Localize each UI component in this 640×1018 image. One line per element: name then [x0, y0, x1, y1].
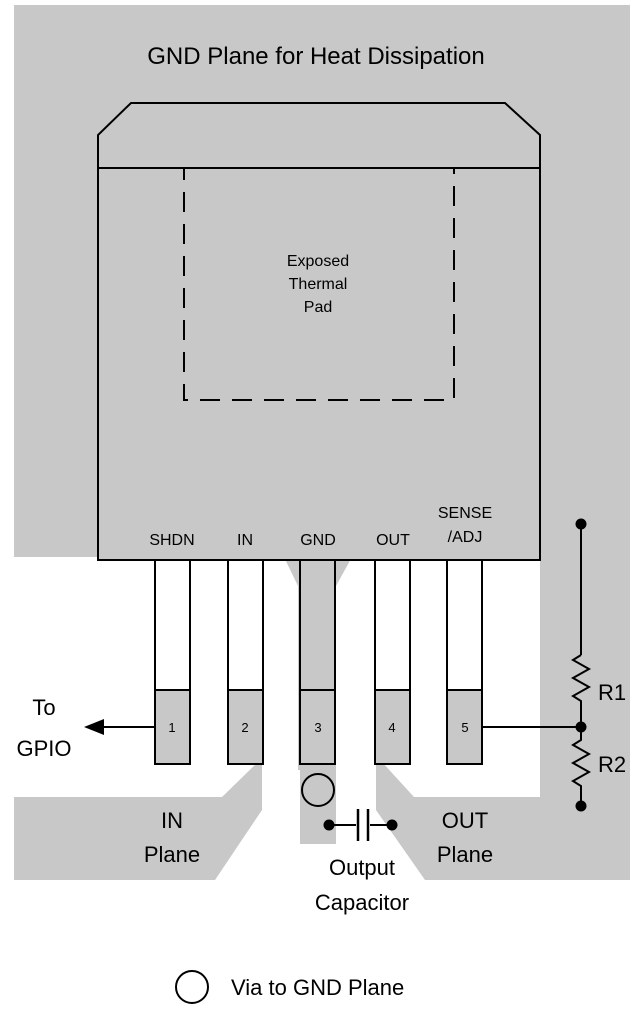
cap-node-right — [386, 819, 398, 831]
pin-number-3: 3 — [314, 720, 321, 735]
pin-1: 1 — [154, 559, 191, 765]
pin-label-out: OUT — [376, 532, 410, 549]
r2-label: R2 — [598, 752, 626, 777]
capacitor-label-1: Output — [329, 855, 395, 880]
divider-node — [575, 721, 587, 733]
pin-number-5: 5 — [461, 720, 468, 735]
pin-number-2: 2 — [241, 720, 248, 735]
thermal-pad-label-1: Exposed — [287, 253, 349, 270]
out-plane — [376, 762, 630, 880]
legend-via-icon — [175, 970, 209, 1004]
pin-number-1: 1 — [168, 720, 175, 735]
pin-label-adj: /ADJ — [448, 529, 483, 546]
legend-via-label: Via to GND Plane — [231, 975, 404, 1000]
pin-label-in: IN — [237, 532, 253, 549]
r2-resistor — [570, 727, 592, 806]
pin-3: 3 — [299, 559, 336, 765]
pin-5: 5 — [446, 559, 483, 765]
pin-number-4: 4 — [388, 720, 395, 735]
in-plane — [14, 762, 262, 880]
thermal-pad-label-2: Thermal — [289, 276, 348, 293]
in-plane-label-1: IN — [161, 808, 183, 833]
package-body — [97, 102, 541, 561]
gpio-label-gpio: GPIO — [16, 736, 71, 761]
pin-label-gnd: GND — [300, 532, 336, 549]
gnd-via — [301, 773, 335, 807]
gnd-plane-title: GND Plane for Heat Dissipation — [147, 43, 484, 70]
exposed-thermal-pad — [183, 167, 455, 401]
in-plane-label-2: Plane — [144, 842, 200, 867]
r2-bottom-node — [575, 800, 587, 812]
thermal-pad-label-3: Pad — [304, 299, 332, 316]
pin-2: 2 — [227, 559, 264, 765]
pin-label-shdn: SHDN — [149, 532, 194, 549]
r1-label: R1 — [598, 680, 626, 705]
gpio-label-to: To — [32, 695, 55, 720]
pin-label-sense: SENSE — [438, 505, 492, 522]
out-plane-label-2: Plane — [437, 842, 493, 867]
capacitor-label-2: Capacitor — [315, 890, 409, 915]
gpio-arrow-icon — [84, 719, 104, 735]
out-plane-label-1: OUT — [442, 808, 488, 833]
r1-resistor — [570, 654, 592, 727]
pin-4: 4 — [374, 559, 411, 765]
r1-top-node — [575, 518, 587, 530]
